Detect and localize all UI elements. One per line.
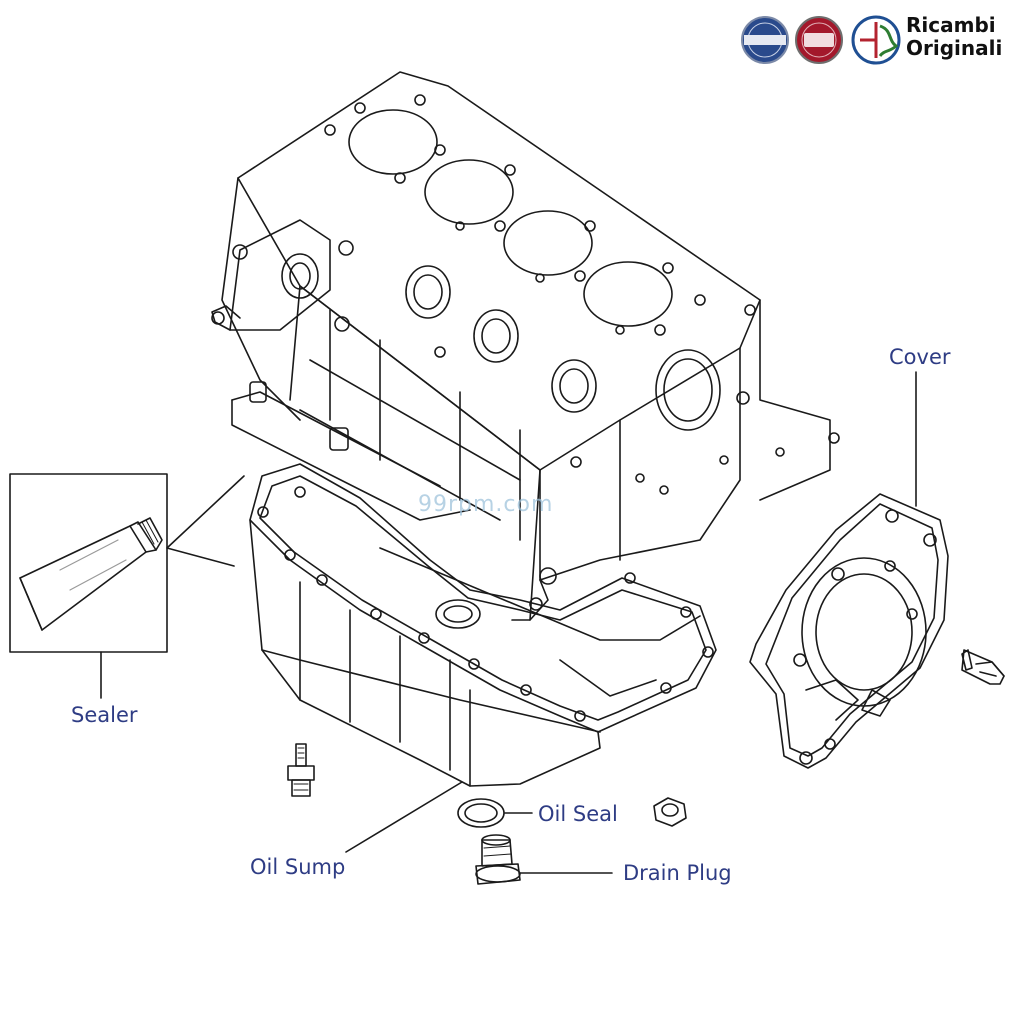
nut [653, 797, 687, 827]
oil-sump-leader-line [345, 781, 463, 853]
brand-text: Ricambi Originali [906, 14, 1002, 60]
brand-badges [741, 15, 901, 65]
deck-bolt-holes [324, 94, 706, 336]
brand-line-2: Originali [906, 36, 1003, 60]
sump-bolt-holes [257, 486, 714, 722]
cover-bolt [961, 649, 1005, 685]
alfa-romeo-badge [851, 15, 901, 65]
brand-line-1: Ricambi [906, 13, 996, 37]
drain-plug-label: Drain Plug [623, 861, 732, 885]
sump-stud-bolt [287, 743, 315, 797]
cover-plate [749, 493, 949, 769]
sealer-label: Sealer [71, 703, 138, 727]
oil-sump-label: Oil Sump [250, 855, 346, 879]
watermark: 99rpm.com [418, 492, 554, 517]
oil-seal-ring [457, 798, 505, 828]
drain-plug [475, 834, 521, 885]
lancia-badge [741, 16, 789, 64]
oil-sump [249, 463, 717, 787]
fiat-badge [795, 16, 843, 64]
sealer-tube [9, 473, 245, 653]
oil-seal-label: Oil Seal [538, 802, 618, 826]
engine-block [211, 71, 840, 621]
cover-label: Cover [889, 345, 951, 369]
